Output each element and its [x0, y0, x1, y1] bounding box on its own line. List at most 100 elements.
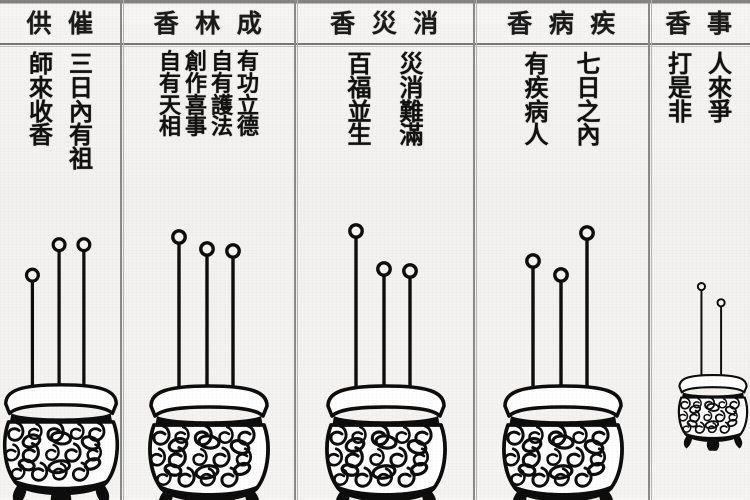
header-character: 供 [26, 8, 54, 38]
verse-character: 收 [29, 96, 53, 126]
verse-character: 三 [69, 49, 93, 78]
verse-character: 消 [399, 72, 424, 102]
divination-panel[interactable]: 香病疾七日之內有疾病人 [475, 0, 650, 500]
verse-character: 來 [29, 72, 53, 102]
verse-character: 德 [237, 114, 260, 141]
verse-column: 打是非 [668, 52, 692, 212]
verse-column: 自有護法 [211, 49, 234, 212]
verse-character: 災 [399, 49, 424, 78]
censer-with-incense-sticks-icon [499, 220, 627, 500]
header-character: 林 [195, 8, 223, 38]
header-character: 病 [548, 8, 577, 38]
verse-character: 作 [184, 70, 207, 97]
verse-character: 有 [158, 70, 181, 97]
incense-burner-illustration [0, 212, 122, 500]
panel-verse-text: 七日之內 有疾病人 [475, 52, 650, 212]
verse-character: 七 [576, 49, 601, 78]
header-separator-rule-secondary [0, 46, 750, 47]
verse-character: 是 [668, 72, 692, 102]
verse-character: 創 [184, 49, 207, 75]
header-character: 疾 [590, 8, 618, 38]
incense-burner-illustration [296, 212, 475, 500]
header-character: 消 [413, 8, 441, 38]
verse-character: 護 [211, 92, 234, 119]
panel-divider-rule-secondary [476, 0, 477, 500]
panel-verse-text: 有功立德自有護法創作喜事自有天相 [122, 49, 296, 212]
verse-character: 生 [347, 120, 372, 150]
incense-burner-illustration [650, 212, 750, 500]
verse-character: 師 [29, 49, 53, 78]
verse-character: 自 [158, 49, 181, 75]
verse-character: 有 [524, 49, 549, 78]
verse-character: 並 [347, 96, 372, 126]
verse-character: 爭 [708, 96, 732, 126]
verse-character: 日 [576, 72, 601, 102]
verse-character: 有 [69, 120, 93, 150]
verse-character: 難 [399, 96, 424, 126]
header-character: 催 [68, 8, 96, 38]
verse-character: 打 [668, 49, 692, 78]
verse-character: 內 [69, 96, 93, 126]
panel-divider-rule-secondary [123, 0, 124, 500]
panel-header-title: 香林成 [122, 4, 296, 42]
header-character: 香 [330, 8, 358, 38]
header-separator-rule [0, 43, 750, 45]
verse-character: 祖 [69, 144, 93, 173]
top-border-rule [0, 0, 750, 3]
panel-verse-text: 三日內有祖師來收香 [0, 52, 122, 212]
verse-character: 功 [237, 70, 260, 97]
verse-character: 人 [524, 120, 549, 150]
verse-column: 七日之內 [577, 52, 601, 212]
header-character: 香 [153, 8, 182, 38]
verse-column: 自有天相 [158, 49, 181, 212]
verse-character: 有 [211, 70, 234, 97]
panel-header-title: 香災消 [296, 4, 475, 42]
verse-column: 百福並生 [348, 52, 372, 212]
header-character: 事 [707, 8, 735, 38]
censer-with-incense-sticks-icon [322, 220, 450, 500]
divination-panel[interactable]: 供催三日內有祖師來收香 [0, 0, 122, 500]
verse-column: 有疾病人 [525, 52, 549, 212]
verse-column: 災消難滿 [400, 52, 424, 212]
header-character: 香 [665, 8, 693, 38]
censer-with-incense-sticks-icon [145, 220, 273, 500]
verse-character: 香 [29, 120, 53, 150]
verse-character: 法 [211, 114, 234, 141]
divination-panel[interactable]: 香林成有功立德自有護法創作喜事自有天相 [122, 0, 296, 500]
verse-column: 有功立德 [237, 51, 260, 212]
panel-divider-rule [120, 0, 122, 500]
divination-panel[interactable]: 香災消災消難滿百福並生 [296, 0, 475, 500]
verse-character: 非 [668, 96, 692, 126]
panel-divider-rule [294, 0, 296, 500]
censer-with-incense-sticks-icon [0, 220, 122, 500]
verse-character: 自 [211, 49, 234, 75]
divination-panel[interactable]: 香事人來爭打是非 [650, 0, 750, 500]
panel-header-title: 供催 [0, 4, 122, 42]
header-character: 成 [236, 8, 265, 38]
verse-column: 三日內有祖 [69, 52, 93, 212]
panel-divider-rule-secondary [651, 0, 652, 500]
verse-character: 福 [347, 72, 372, 102]
panel-verse-text: 人來爭打是非 [650, 52, 750, 212]
top-border-rule-secondary [0, 3, 750, 4]
incense-burner-illustration [475, 212, 650, 500]
verse-character: 立 [237, 92, 260, 119]
verse-character: 人 [708, 49, 732, 78]
panel-divider-rule [648, 0, 650, 500]
verse-character: 喜 [184, 92, 207, 119]
verse-character: 來 [708, 72, 732, 102]
censer-with-incense-sticks-icon [676, 220, 750, 500]
verse-character: 之 [576, 96, 601, 126]
verse-character: 百 [347, 49, 372, 78]
verse-character: 疾 [524, 72, 549, 102]
verse-column: 人來爭 [708, 52, 732, 212]
verse-character: 病 [524, 96, 549, 126]
panel-header-title: 香病疾 [475, 4, 650, 42]
verse-character: 天 [158, 92, 181, 119]
incense-burner-illustration [122, 212, 296, 500]
panel-verse-text: 災消難滿 百福並生 [296, 52, 475, 212]
verse-character: 日 [69, 72, 93, 102]
panel-header-title: 香事 [650, 4, 750, 42]
panel-divider-rule [473, 0, 475, 500]
